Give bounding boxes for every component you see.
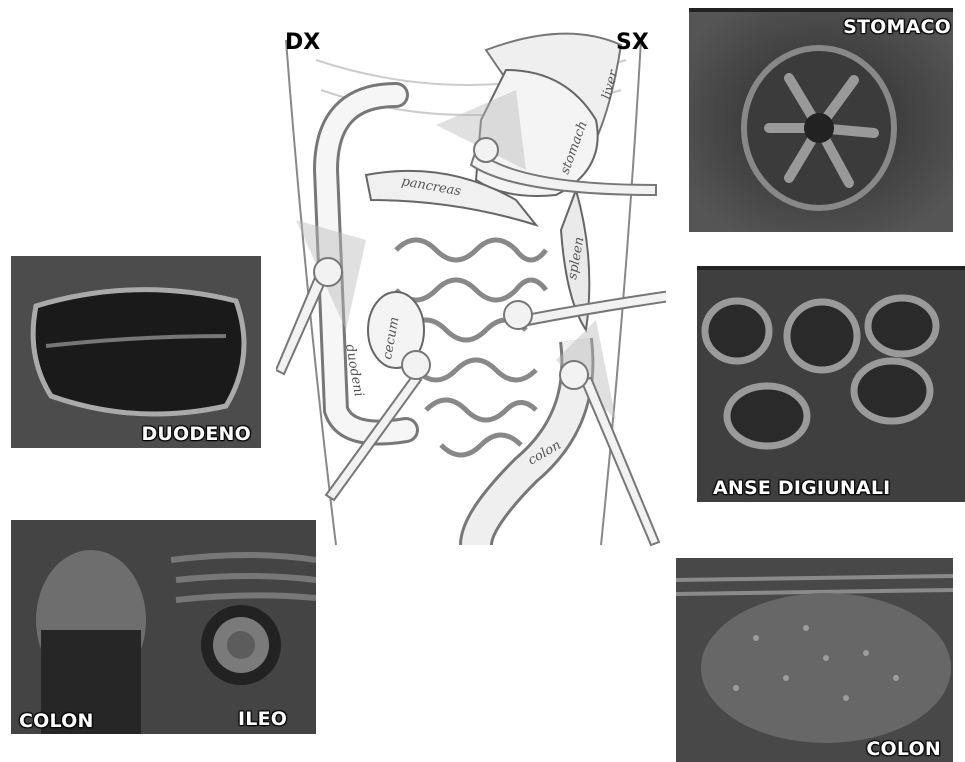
colon-right-label: COLON <box>866 738 941 760</box>
stomaco-label: STOMACO <box>843 16 951 38</box>
duodeno-ultrasound-panel: DUODENO <box>11 256 261 448</box>
abdominal-anatomy-diagram: liver stomach pancreas spleen cecum duod… <box>276 0 666 560</box>
left-side-label: SX <box>616 30 649 55</box>
colon-ileo-ultrasound-panel: COLON ILEO <box>11 520 316 734</box>
colon-left-label: COLON <box>19 710 94 732</box>
right-side-label: DX <box>285 30 320 55</box>
anse-digiunali-ultrasound-panel: ANSE DIGIUNALI <box>697 266 965 502</box>
anse-digiunali-label: ANSE DIGIUNALI <box>713 477 890 499</box>
colon-right-ultrasound-panel: COLON <box>676 558 953 762</box>
ileo-label: ILEO <box>238 708 287 730</box>
stomaco-ultrasound-panel: STOMACO <box>689 8 953 232</box>
duodeno-label: DUODENO <box>141 423 251 445</box>
